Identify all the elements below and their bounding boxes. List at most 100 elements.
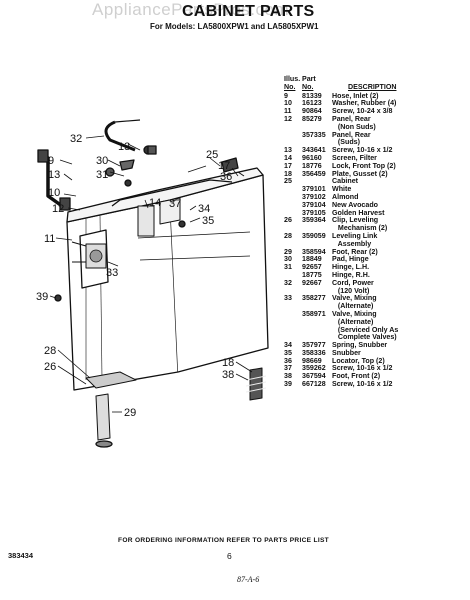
callout-38: 38 — [222, 369, 234, 381]
callout-labels: 32 13 30 31 9 13 10 12 25 17 36 14 37 34… — [36, 133, 234, 419]
row-illus-number: 13 — [284, 146, 292, 155]
callout-17: 17 — [218, 160, 230, 172]
row-description: Foot, Front (2) — [332, 372, 381, 381]
callout-9: 9 — [48, 155, 54, 167]
row-illus-number: 17 — [284, 161, 292, 170]
row-part-number — [302, 327, 332, 335]
row-illus-number — [284, 194, 302, 202]
cabinet-front-face — [66, 199, 179, 391]
row-description: Screw, 10-16 x 1/2 — [332, 364, 393, 373]
parts-table-header: Illus. No. Part No. DESCRIPTION — [284, 75, 464, 92]
callout-37: 37 — [169, 198, 181, 210]
parts-table-row: 358971 Valve, Mixing — [284, 309, 464, 319]
row-illus-number: 25 — [284, 177, 292, 186]
row-description: White — [332, 185, 352, 194]
row-illus-number: 37 — [284, 364, 292, 373]
parts-table-row: (Serviced Only As — [284, 325, 464, 335]
parts-table-row: 37 359262 Screw, 10-16 x 1/2 — [284, 365, 464, 373]
row-part-number: 85279 — [302, 114, 322, 123]
callout-13-top: 13 — [118, 141, 130, 153]
row-part-number: 379104 — [302, 200, 326, 209]
row-part-number: 358594 — [302, 247, 326, 256]
row-illus-number — [284, 202, 302, 210]
row-description: Panel, Rear — [332, 130, 371, 139]
row-illus-number: 32 — [284, 278, 292, 287]
row-description: Cord, Power — [332, 278, 374, 287]
row-description: Panel, Rear — [332, 114, 371, 123]
parts-table-row: Complete Valves) — [284, 333, 464, 342]
row-part-number: 357977 — [302, 341, 326, 350]
callout-18: 18 — [222, 357, 234, 369]
parts-table-row: (Alternate) — [284, 317, 464, 327]
row-description: Locator, Top (2) — [332, 356, 385, 365]
row-part-number: 92667 — [302, 278, 322, 287]
row-illus-number: 10 — [284, 99, 292, 108]
row-description: Plate, Gusset (2) — [332, 169, 388, 178]
rear-foot — [95, 393, 111, 441]
cabinet-side-face — [169, 174, 269, 373]
row-part-number: 96160 — [302, 153, 322, 162]
callout-13-left: 13 — [48, 169, 60, 181]
row-part-number: 359364 — [302, 216, 326, 225]
callout-10: 10 — [48, 187, 60, 199]
row-description: Foot, Rear (2) — [332, 247, 378, 256]
row-description: Mechanism (2) — [332, 224, 388, 233]
row-part-number: 379105 — [302, 208, 326, 217]
row-part-number: 358971 — [302, 309, 326, 318]
row-description: Assembly — [332, 239, 372, 248]
callout-36: 36 — [220, 171, 232, 183]
row-part-number: 356459 — [302, 169, 326, 178]
row-description: Spring, Snubber — [332, 341, 388, 350]
row-part-number: 667128 — [302, 380, 326, 389]
row-illus-number — [284, 311, 302, 319]
row-illus-number: 35 — [284, 348, 292, 357]
row-part-number: 358336 — [302, 348, 326, 357]
row-illus-number: 38 — [284, 372, 292, 381]
page-title: CABINET PARTS — [182, 3, 315, 20]
parts-table-row: (120 Volt) — [284, 287, 464, 296]
leveling-link — [85, 371, 137, 389]
ordering-note: FOR ORDERING INFORMATION REFER TO PARTS … — [118, 537, 329, 544]
row-description: (Alternate) — [332, 317, 374, 326]
row-description: Screen, Filter — [332, 153, 377, 162]
handwritten-note: 87-A-6 — [237, 575, 260, 584]
row-description: (Suds) — [332, 138, 360, 147]
row-description: Valve, Mixing — [332, 309, 377, 318]
page-number: 6 — [227, 551, 232, 561]
row-part-number: 358277 — [302, 294, 326, 303]
row-part-number: 92657 — [302, 263, 322, 272]
callout-25: 25 — [206, 149, 218, 161]
parts-table-row: (Suds) — [284, 139, 464, 147]
row-illus-number: 28 — [284, 231, 292, 240]
row-illus-number: 30 — [284, 255, 292, 264]
row-description: Hinge, R.H. — [332, 270, 370, 279]
row-part-number: 359262 — [302, 364, 326, 373]
parts-table-row: 29 358594 Foot, Rear (2) — [284, 247, 464, 257]
row-part-number: 367594 — [302, 372, 326, 381]
row-part-number: 18776 — [302, 161, 322, 170]
row-illus-number: 11 — [284, 107, 292, 116]
row-part-number: 18775 — [302, 270, 322, 279]
row-description: New Avocado — [332, 200, 378, 209]
parts-table-row: (Non Suds) — [284, 123, 464, 132]
row-part-number: 379102 — [302, 192, 326, 201]
row-part-number: 357335 — [302, 130, 326, 139]
parts-table-row: 18775 Hinge, R.H. — [284, 270, 464, 280]
parts-table-row: Assembly — [284, 239, 464, 249]
row-description: Screw, 10-24 x 3/8 — [332, 107, 393, 116]
row-illus-number: 29 — [284, 247, 292, 256]
row-description: Hinge, L.H. — [332, 263, 370, 272]
row-description: (Serviced Only As — [332, 325, 399, 334]
